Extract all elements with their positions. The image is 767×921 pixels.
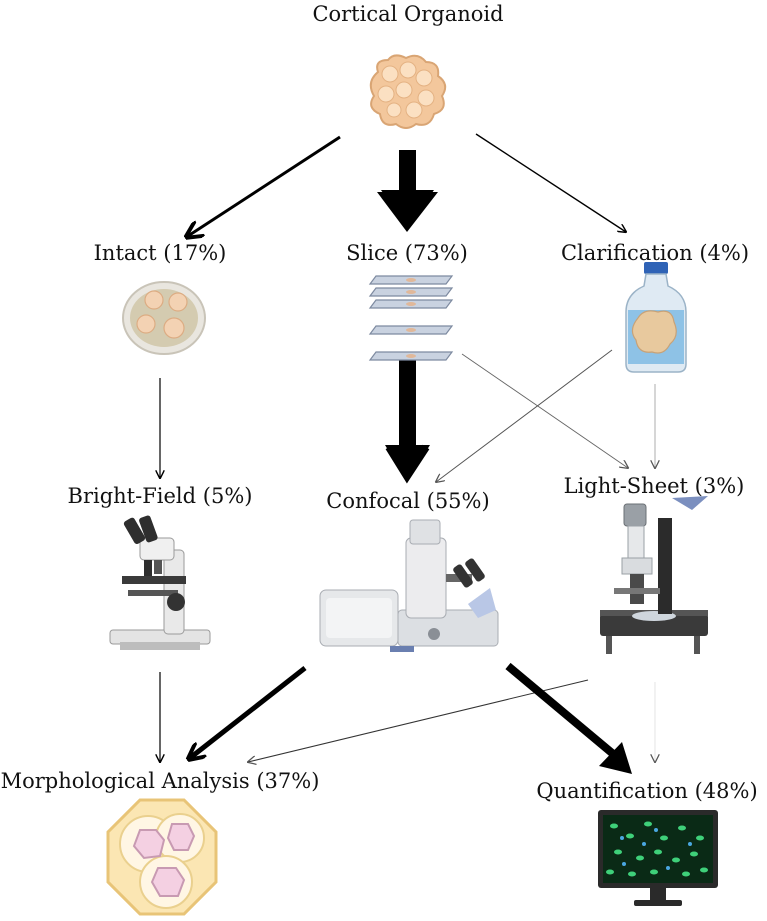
cell-diagram-icon	[106, 798, 218, 916]
edge-slice-confocal	[385, 355, 430, 484]
confocal-microscope-icon	[319, 519, 499, 652]
edge-confocal-morphological	[190, 666, 307, 758]
edge-lightsheet-morphological	[248, 679, 589, 762]
node-intact-label: Intact (17%)	[93, 241, 227, 265]
edge-slice-lightsheet	[461, 353, 628, 468]
node-morphological-label: Morphological Analysis (37%)	[0, 769, 320, 793]
monitor-cells-icon	[598, 810, 718, 906]
node-confocal-label: Confocal (55%)	[326, 489, 490, 513]
node-quantification-label: Quantification (48%)	[536, 779, 758, 803]
organoid-icon	[369, 54, 447, 129]
node-light-sheet-label: Light-Sheet (3%)	[563, 474, 745, 498]
node-clarification-label: Clarification (4%)	[560, 241, 750, 265]
edge-organoid-clarification	[475, 133, 626, 232]
edge-organoid-intact	[188, 135, 341, 236]
node-slice-label: Slice (73%)	[346, 241, 468, 265]
edge-confocal-quantification	[505, 662, 632, 774]
diagram-title: Cortical Organoid	[312, 2, 504, 26]
node-bright-field-label: Bright-Field (5%)	[67, 484, 253, 508]
light-sheet-microscope-icon	[600, 496, 708, 654]
edge-organoid-slice	[377, 150, 438, 232]
edge-clarification-confocal	[436, 349, 613, 482]
clearing-bottle-icon	[625, 262, 687, 373]
glass-slides-icon	[368, 275, 454, 361]
petri-dish-organoids-icon	[122, 281, 206, 355]
upright-microscope-icon	[109, 515, 211, 650]
